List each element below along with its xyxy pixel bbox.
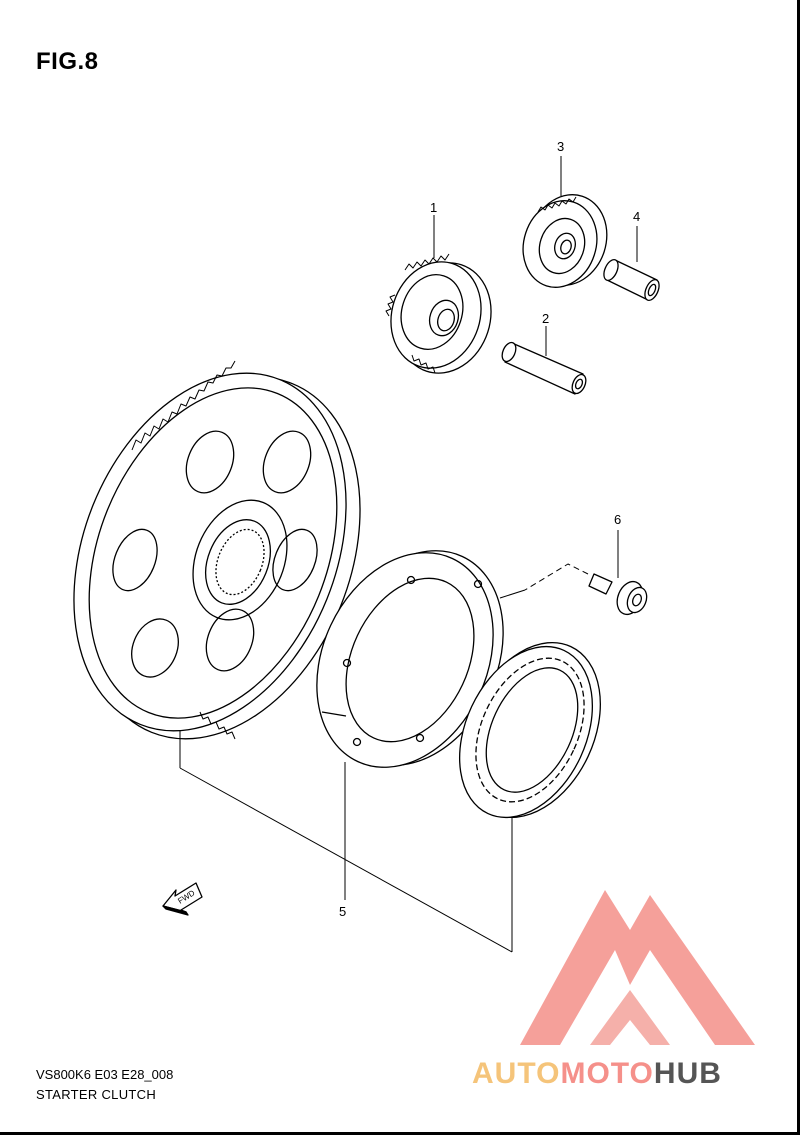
frame-border-right xyxy=(797,0,800,1135)
callout-6: 6 xyxy=(614,512,621,527)
callout-4: 4 xyxy=(633,209,640,224)
one-way-clutch-bearing[interactable] xyxy=(434,620,627,839)
part-2-shaft[interactable] xyxy=(499,340,588,395)
starter-clutch-gear[interactable] xyxy=(23,332,411,780)
callout-5: 5 xyxy=(339,904,346,919)
part-1-idle-gear[interactable] xyxy=(377,250,505,385)
figure-caption: STARTER CLUTCH xyxy=(36,1087,157,1102)
figure-code: VS800K6 E03 E28_008 xyxy=(36,1067,174,1082)
part-3-idle-gear[interactable] xyxy=(512,185,618,297)
callout-2: 2 xyxy=(542,311,549,326)
callout-3: 3 xyxy=(557,139,564,154)
part-6-bolt[interactable] xyxy=(588,573,650,618)
automotohub-logo: AUTOMOTOHUB xyxy=(472,890,755,1090)
callout-1: 1 xyxy=(430,200,437,215)
leader-lines xyxy=(179,156,638,953)
part-4-shaft[interactable] xyxy=(601,258,662,303)
figure-title: FIG.8 xyxy=(36,48,99,75)
fwd-direction-arrow-icon: FWD xyxy=(162,882,203,916)
svg-text:AUTOMOTOHUB: AUTOMOTOHUB xyxy=(472,1057,722,1090)
frame-border-bottom xyxy=(0,1132,800,1135)
callout-labels: 1 2 3 4 5 6 xyxy=(339,139,640,919)
